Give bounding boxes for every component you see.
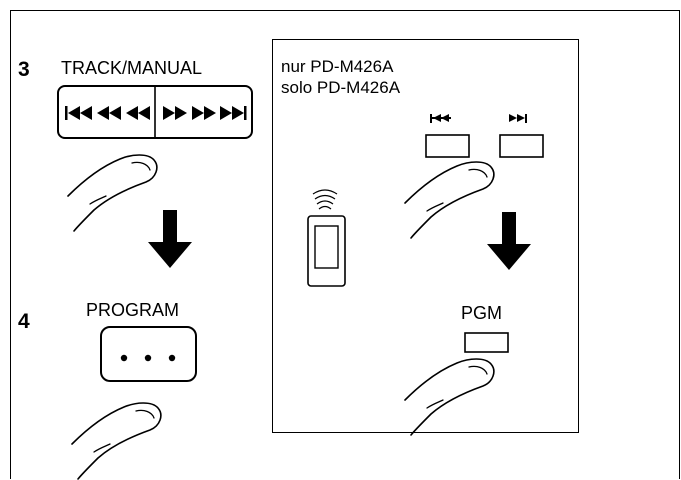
step-number-4: 4 <box>18 310 30 333</box>
finger-icon <box>71 402 162 480</box>
track-manual-label: TRACK/MANUAL <box>61 58 203 78</box>
finger-icon <box>67 154 158 232</box>
remote-panel-line-2: solo PD-M426A <box>281 78 401 97</box>
down-arrow-icon <box>487 212 531 270</box>
step-number-3: 3 <box>18 58 30 81</box>
remote-control-icon <box>307 189 346 287</box>
pgm-label: PGM <box>461 303 503 323</box>
skip-forward-icon <box>163 106 247 120</box>
pgm-button <box>464 332 509 353</box>
remote-panel-line-1: nur PD-M426A <box>281 57 394 76</box>
remote-next-button <box>499 114 544 158</box>
remote-prev-button <box>425 114 470 158</box>
track-manual-button <box>57 85 253 139</box>
program-button <box>100 326 197 382</box>
finger-icon <box>404 358 495 436</box>
remote-panel <box>272 39 579 433</box>
finger-icon <box>404 161 495 239</box>
program-label: PROGRAM <box>86 300 180 320</box>
skip-back-icon <box>65 106 150 120</box>
page-frame <box>10 10 680 479</box>
down-arrow-icon <box>148 210 192 268</box>
